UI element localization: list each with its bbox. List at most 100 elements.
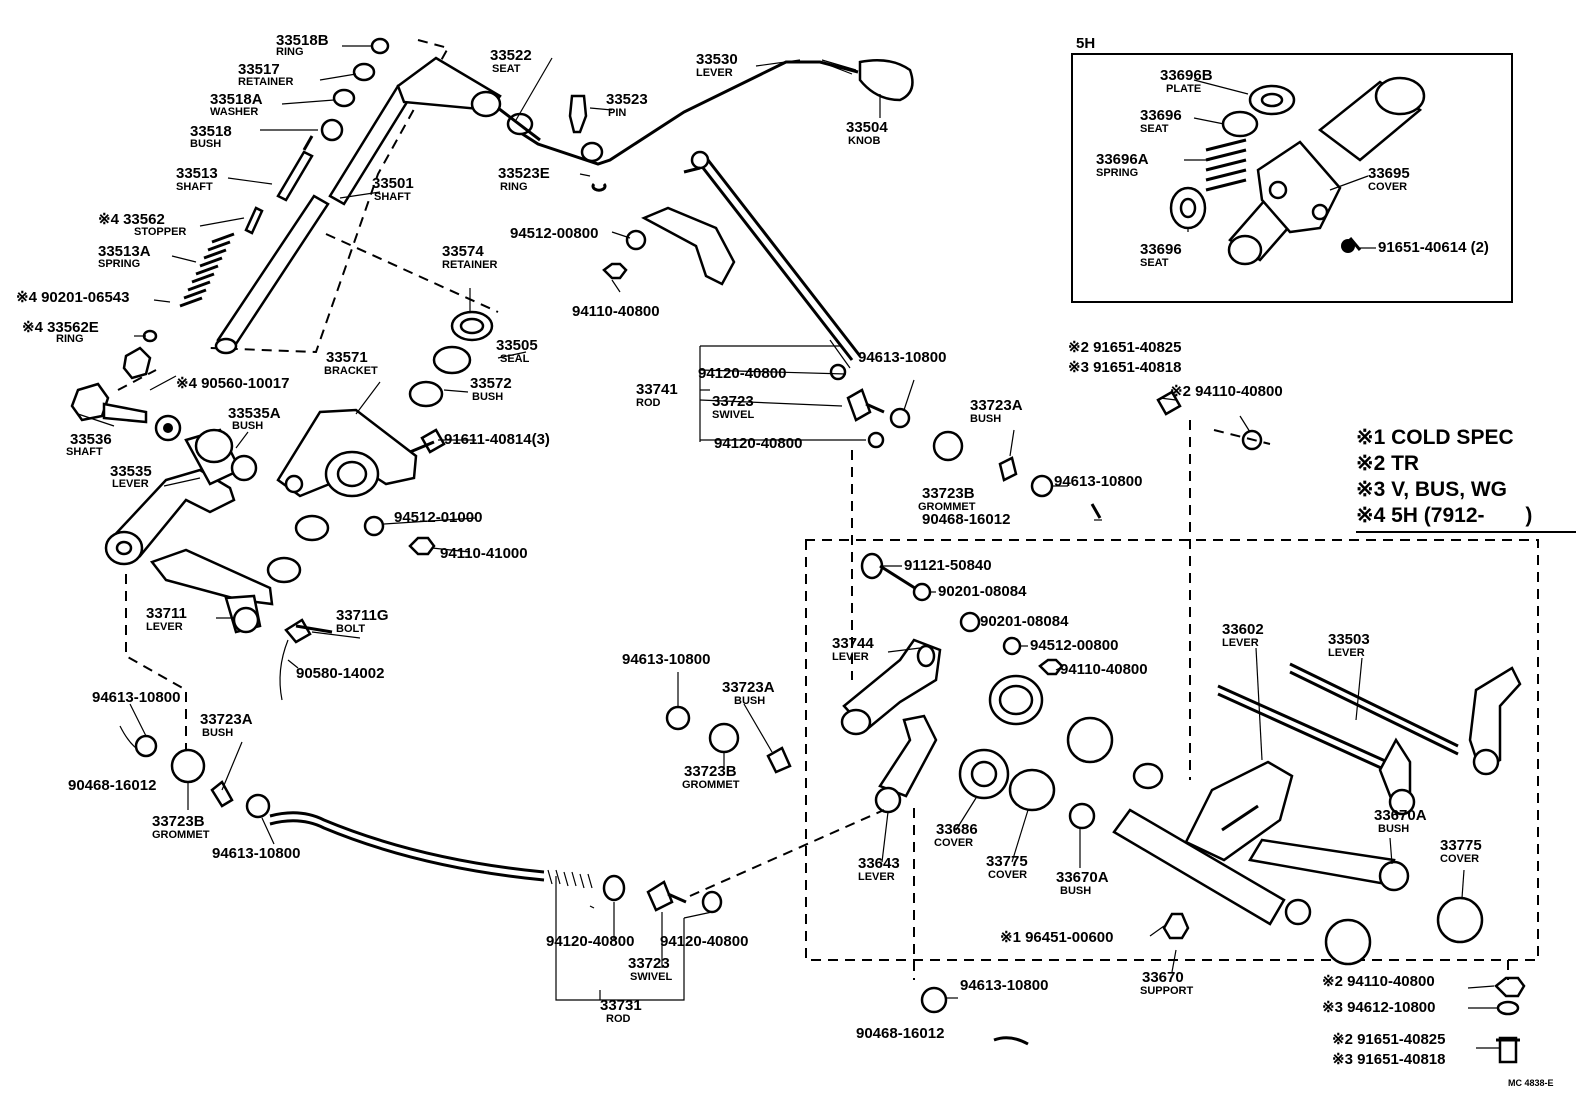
label-33731: 33731 [600, 997, 642, 1014]
label-94120-40800-upper2: 94120-40800 [714, 435, 802, 452]
label-94120-40800-upper: 94120-40800 [698, 365, 786, 382]
inset-5h: 5H [1071, 35, 1513, 303]
label-33775-a: 33775 [986, 853, 1028, 870]
legend: ※1 COLD SPEC ※2 TR ※3 V, BUS, WG ※4 5H (… [1356, 426, 1532, 527]
name-33535: LEVER [112, 478, 149, 490]
name-33723-lower: SWIVEL [630, 971, 672, 983]
label-33513: 33513 [176, 165, 218, 182]
name-33711G: BOLT [336, 623, 365, 635]
legend-item-2: ※2 TR [1356, 452, 1419, 475]
label-33513A: 33513A [98, 243, 151, 260]
name-33530: LEVER [696, 67, 733, 79]
label-90468-16012-mid: 90468-16012 [922, 511, 1010, 528]
name-33723B-center: GROMMET [682, 779, 740, 791]
label-33562E: ※4 33562E [22, 319, 99, 336]
name-33670: SUPPORT [1140, 985, 1193, 997]
footer-code: MC 4838-E [1508, 1078, 1554, 1088]
label-90201-08084-a: 90201-08084 [938, 583, 1027, 600]
label-90201-06543: ※4 90201-06543 [16, 289, 130, 306]
name-33501: SHAFT [374, 191, 411, 203]
name-33723A-mid: BUSH [970, 413, 1001, 425]
label-33571: 33571 [326, 349, 368, 366]
name-33723B-mid: GROMMET [918, 501, 976, 513]
label-94612-10800: ※3 94612-10800 [1322, 999, 1436, 1016]
label-94512-00800-top: 94512-00800 [510, 225, 598, 242]
name-33744: LEVER [832, 651, 869, 663]
label-33522: 33522 [490, 47, 532, 64]
label-33503: 33503 [1328, 631, 1370, 648]
label-94110-40800-bottom: ※2 94110-40800 [1322, 973, 1435, 990]
label-33504: 33504 [846, 119, 888, 136]
name-33686: COVER [934, 837, 973, 849]
label-90580: 90580-14002 [296, 665, 384, 682]
name-33723A-left: BUSH [202, 727, 233, 739]
label-33723A-left: 33723A [200, 711, 253, 728]
label-33670A-b: 33670A [1374, 807, 1427, 824]
label-91121: 91121-50840 [904, 557, 992, 574]
label-91651-40825-top: ※2 91651-40825 [1068, 339, 1182, 356]
name-33504: KNOB [848, 135, 880, 147]
label-94110-41000: 94110-41000 [440, 545, 528, 562]
label-33505: 33505 [496, 337, 538, 354]
label-33775-b: 33775 [1440, 837, 1482, 854]
name-33723A-center: BUSH [734, 695, 765, 707]
label-33535: 33535 [110, 463, 152, 480]
label-94613-10800-left: 94613-10800 [92, 689, 180, 706]
label-33723-upper: 33723 [712, 393, 754, 410]
label-33723A-mid: 33723A [970, 397, 1023, 414]
label-94110-40800-right: ※2 94110-40800 [1170, 383, 1283, 400]
leader-lines [77, 45, 1500, 1049]
label-33572: 33572 [470, 375, 512, 392]
label-33711: 33711 [146, 605, 187, 622]
legend-item-3: ※3 V, BUS, WG [1356, 478, 1507, 501]
parts-drawing [70, 37, 1576, 1064]
label-33670: 33670 [1142, 969, 1184, 986]
label-94512-00800-box: 94512-00800 [1030, 637, 1118, 654]
name-33723-upper: SWIVEL [712, 409, 754, 421]
name-33518: BUSH [190, 138, 221, 150]
label-33518A: 33518A [210, 91, 263, 108]
label-94110-40800-box: 94110-40800 [1060, 661, 1148, 678]
label-91651-40818-top: ※3 91651-40818 [1068, 359, 1182, 376]
label-33643: 33643 [858, 855, 900, 872]
name-33513: SHAFT [176, 181, 213, 193]
part-labels: 33518B RING 33517 RETAINER 33518A WASHER… [16, 32, 1554, 1088]
name-33696-lower: SEAT [1140, 257, 1169, 269]
label-33517: 33517 [238, 61, 280, 78]
name-33505: SEAL [500, 353, 530, 365]
label-33696A: 33696A [1096, 151, 1149, 168]
name-33572: BUSH [472, 391, 503, 403]
label-94613-10800-lowerleft: 94613-10800 [212, 845, 300, 862]
name-33643: LEVER [858, 871, 895, 883]
name-33723B-left: GROMMET [152, 829, 210, 841]
label-33602: 33602 [1222, 621, 1264, 638]
name-33696A: SPRING [1096, 167, 1138, 179]
name-33518A: WASHER [210, 106, 258, 118]
label-90468-16012-left: 90468-16012 [68, 777, 156, 794]
label-33723-lower: 33723 [628, 955, 670, 972]
label-33723B-mid: 33723B [922, 485, 975, 502]
label-94613-10800-bottom: 94613-10800 [960, 977, 1048, 994]
label-33696B: 33696B [1160, 67, 1213, 84]
name-33574: RETAINER [442, 259, 497, 271]
label-94613-10800-mid: 94613-10800 [1054, 473, 1142, 490]
name-33522: SEAT [492, 63, 521, 75]
label-33574: 33574 [442, 243, 484, 260]
label-33501: 33501 [372, 175, 414, 192]
label-33536: 33536 [70, 431, 112, 448]
name-33711: LEVER [146, 621, 183, 633]
label-33696-lower: 33696 [1140, 241, 1182, 258]
label-33562: ※4 33562 [98, 211, 165, 228]
label-33523E: 33523E [498, 165, 550, 182]
name-33535A: BUSH [232, 420, 263, 432]
name-33518B: RING [276, 46, 304, 58]
legend-item-1: ※1 COLD SPEC [1356, 426, 1514, 449]
label-91651-40825-bottom: ※2 91651-40825 [1332, 1031, 1446, 1048]
name-33523E: RING [500, 181, 528, 193]
name-33513A: SPRING [98, 258, 140, 270]
label-33535A: 33535A [228, 405, 281, 422]
label-33723A-center: 33723A [722, 679, 775, 696]
name-33775-b: COVER [1440, 853, 1479, 865]
label-90468-16012-bottom: 90468-16012 [856, 1025, 944, 1042]
